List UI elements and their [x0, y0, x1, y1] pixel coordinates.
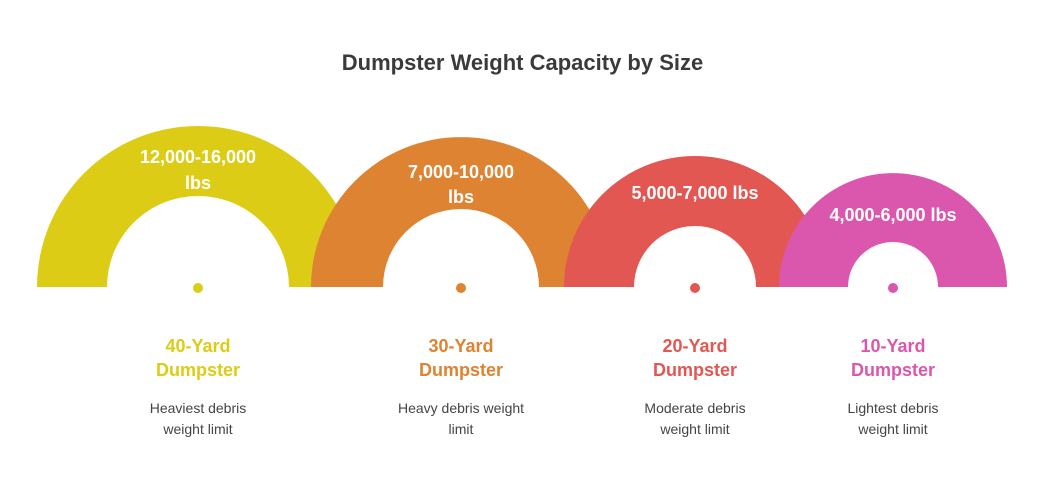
- arc-40-yard: [37, 126, 359, 287]
- item-name-10-yard: 10-Yard Dumpster: [850, 336, 935, 380]
- capacity-label-10-yard: 4,000-6,000 lbs: [829, 205, 956, 225]
- item-name-30-yard: 30-Yard Dumpster: [418, 336, 503, 380]
- capacity-arcs: 12,000-16,000 lbs 7,000-10,000 lbs 5,000-7,0…: [37, 126, 1007, 293]
- center-dot-20-yard: [690, 283, 700, 293]
- item-name-40-yard: 40-Yard Dumpster: [155, 336, 240, 380]
- arc-20-yard: [564, 156, 826, 287]
- item-description-10-yard: Lightest debris weight limit: [847, 400, 939, 437]
- capacity-label-40-yard: lbs: [185, 173, 211, 193]
- item-description-20-yard: Moderate debris weight limit: [644, 400, 746, 437]
- center-dot-40-yard: [193, 283, 203, 293]
- item-description-40-yard: Heaviest debris weight limit: [149, 400, 247, 437]
- arc-10-yard: [779, 173, 1007, 287]
- capacity-label-30-yard: 7,000-10,000: [408, 162, 514, 182]
- item-description-30-yard: Heavy debris weight limit: [397, 400, 525, 437]
- page-title: Dumpster Weight Capacity by Size: [341, 50, 704, 75]
- center-dot-30-yard: [456, 283, 466, 293]
- capacity-label-40-yard: 12,000-16,000: [140, 147, 256, 167]
- capacity-label-30-yard: lbs: [448, 187, 474, 207]
- center-dot-10-yard: [888, 283, 898, 293]
- capacity-label-20-yard: 5,000-7,000 lbs: [631, 183, 758, 203]
- arc-30-yard: [311, 137, 611, 287]
- item-name-20-yard: 20-Yard Dumpster: [652, 336, 737, 380]
